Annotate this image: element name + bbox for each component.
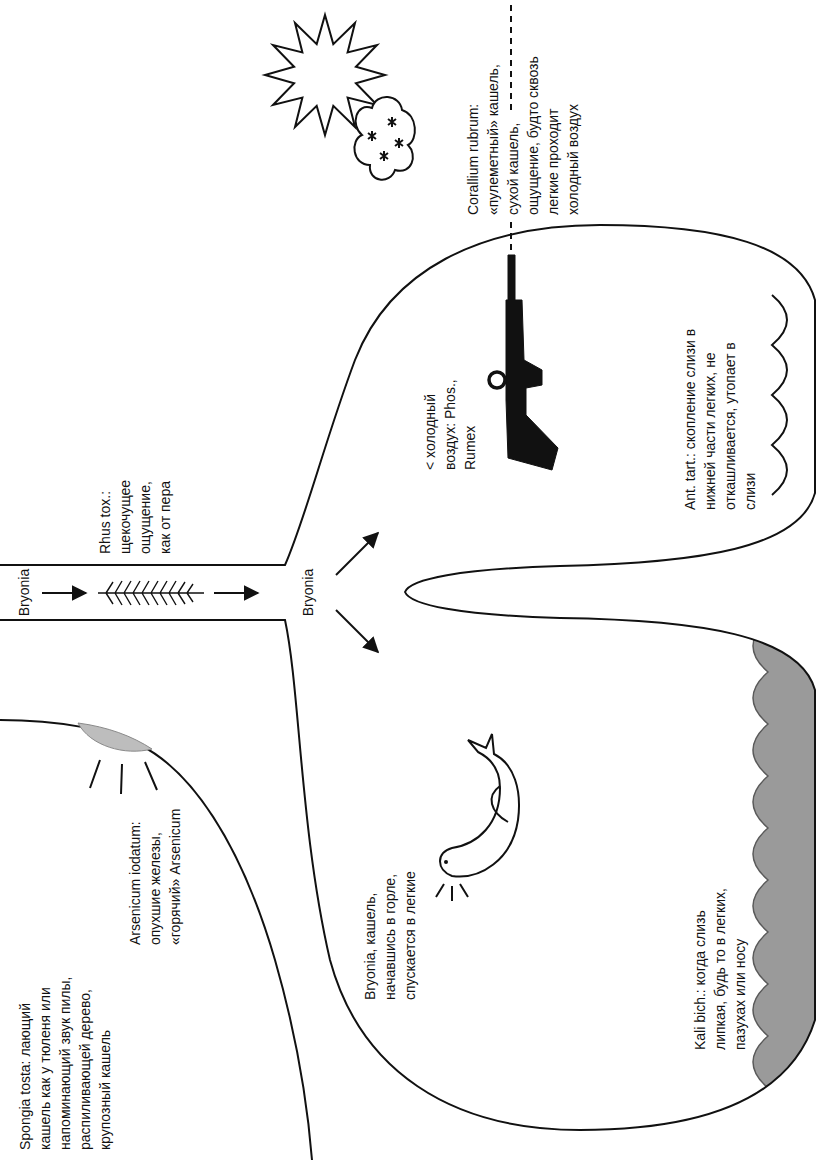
remedy-note: Kali bich.: когда слизь липкая, будь то … bbox=[690, 860, 750, 1050]
feather-icon bbox=[98, 581, 204, 605]
descent-arrow bbox=[214, 592, 258, 594]
remedy-note: Arsenicum iodatum: опухшие железы, «горя… bbox=[125, 805, 185, 945]
remedy-note: Spongia tosta: лающий кашель как у тюлен… bbox=[15, 960, 115, 1150]
heat-rays bbox=[90, 760, 157, 794]
seal-flipper bbox=[492, 786, 508, 822]
lungs-outline bbox=[0, 225, 815, 1130]
trachea-label: Bryonia bbox=[14, 565, 34, 620]
remedy-note: Rhus tox.: щекочущее ощущение, как от пе… bbox=[95, 464, 175, 554]
remedy-note: Bryonia, кашель, начавшись в горле, спус… bbox=[360, 852, 420, 1000]
remedy-note: Corallium rubrum: «пулеметный» кашель, с… bbox=[463, 47, 583, 215]
descent-arrow bbox=[336, 610, 378, 652]
sticky-mucus bbox=[753, 620, 835, 1140]
mucus-waves bbox=[772, 295, 787, 495]
descent-arrow bbox=[336, 533, 378, 575]
swollen-gland bbox=[78, 723, 152, 751]
remedy-note: Ant. tart.: скопление слизи в нижней час… bbox=[680, 310, 760, 510]
descent-arrow bbox=[42, 592, 86, 594]
machine-gun bbox=[506, 255, 558, 470]
remedy-note: < холодный воздух: Phos., Rumex bbox=[420, 378, 480, 470]
cough-cloud bbox=[354, 97, 414, 180]
cloud-asterisks bbox=[368, 117, 403, 161]
trachea-label: Bryonia bbox=[298, 555, 318, 630]
gun-scope bbox=[489, 372, 505, 388]
seal-drawing bbox=[440, 734, 519, 877]
seal-eye bbox=[444, 860, 448, 864]
bark-lines bbox=[436, 884, 468, 901]
neck-contour bbox=[0, 720, 312, 1160]
